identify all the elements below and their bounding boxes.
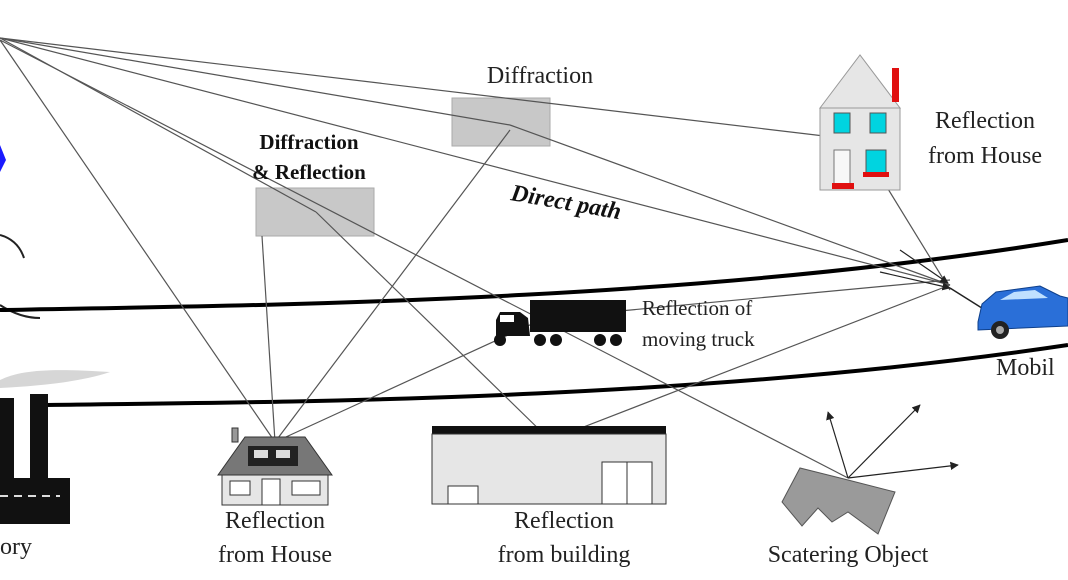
label-reflection-house-bottom-1: Reflection — [225, 508, 325, 534]
mobile-car-icon — [977, 285, 1068, 339]
building-icon — [431, 426, 667, 505]
label-reflection-building-2: from building — [498, 542, 631, 568]
label-reflection-truck-1: Reflection of — [642, 296, 752, 320]
arrow-to-mobile-2 — [899, 249, 949, 284]
label-reflection-house-top-2: from House — [928, 143, 1042, 169]
base-station-antenna-icon — [0, 145, 41, 319]
label-direct-path: Direct path — [508, 180, 623, 225]
label-reflection-truck-2: moving truck — [642, 327, 755, 351]
scattering-object-icon — [781, 467, 896, 535]
label-diffraction-reflection-2: & Reflection — [252, 160, 366, 184]
truck-icon — [494, 300, 626, 346]
diffraction-obstacle — [451, 97, 551, 147]
label-factory: ory — [0, 534, 32, 560]
road-upper-edge — [0, 238, 1068, 312]
scattering-arrows — [826, 404, 959, 479]
label-mobile: Mobil — [996, 355, 1055, 381]
label-reflection-building-1: Reflection — [514, 508, 614, 534]
label-reflection-house-bottom-2: from House — [218, 542, 332, 568]
label-scattering-object: Scatering Object — [768, 542, 929, 568]
label-diffraction: Diffraction — [487, 63, 593, 89]
house-top-icon — [818, 54, 902, 191]
house-bottom-icon — [217, 427, 333, 506]
label-reflection-house-top-1: Reflection — [935, 108, 1035, 134]
mobile-feed-line — [949, 287, 986, 311]
factory-icon — [0, 370, 110, 524]
label-diffraction-reflection-1: Diffraction — [259, 130, 358, 154]
arrow-to-mobile-1 — [879, 271, 951, 291]
road-lower-edge — [39, 343, 1068, 407]
